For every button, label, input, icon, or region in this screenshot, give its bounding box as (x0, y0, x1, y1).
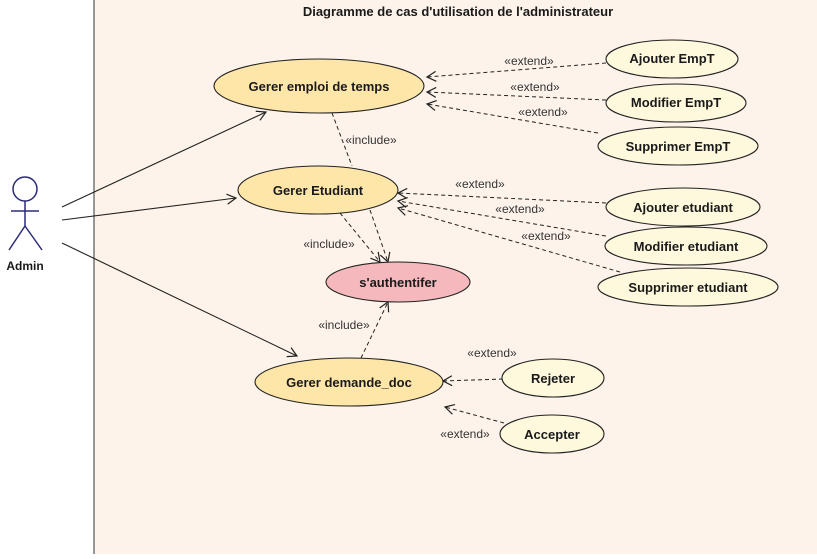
use-case-modifier-empt[interactable]: Modifier EmpT (605, 83, 747, 123)
svg-text:Modifier etudiant: Modifier etudiant (634, 239, 739, 254)
use-case-gerer-etudiant[interactable]: Gerer Etudiant (237, 165, 399, 215)
extend-supprimer-empt (425, 100, 599, 134)
svg-text:Gerer demande_doc: Gerer demande_doc (286, 375, 412, 390)
svg-text:Gerer Etudiant: Gerer Etudiant (273, 183, 364, 198)
svg-text:Rejeter: Rejeter (531, 371, 575, 386)
actor-admin[interactable]: Admin (6, 176, 44, 273)
use-case-gerer-emploi[interactable]: Gerer emploi de temps (213, 58, 425, 114)
svg-text:Gerer emploi de temps: Gerer emploi de temps (249, 79, 390, 94)
include-demande-auth (360, 300, 390, 359)
actor-left-leg (8, 225, 26, 251)
label-extend-rejeter: «extend» (467, 346, 517, 360)
actor-head (12, 176, 38, 202)
label-extend-modifier-empt: «extend» (510, 80, 560, 94)
include-etudiant-auth-2 (369, 209, 391, 264)
svg-text:Supprimer etudiant: Supprimer etudiant (628, 280, 748, 295)
use-case-supprimer-empt[interactable]: Supprimer EmpT (597, 126, 759, 166)
svg-text:Ajouter EmpT: Ajouter EmpT (629, 51, 714, 66)
extend-modifier-empt (425, 86, 607, 101)
svg-text:Supprimer EmpT: Supprimer EmpT (626, 139, 731, 154)
svg-text:Accepter: Accepter (524, 427, 580, 442)
label-extend-ajouter-empt: «extend» (504, 54, 554, 68)
use-case-modifier-etudiant[interactable]: Modifier etudiant (604, 226, 768, 266)
use-case-rejeter[interactable]: Rejeter (501, 358, 605, 398)
diagram-title: Diagramme de cas d'utilisation de l'admi… (303, 4, 613, 19)
extend-modifier-etudiant (396, 196, 607, 237)
extend-accepter (443, 403, 505, 424)
use-case-ajouter-empt[interactable]: Ajouter EmpT (605, 39, 739, 79)
actor-label: Admin (6, 259, 43, 273)
label-extend-ajouter-etudiant: «extend» (455, 177, 505, 191)
assoc-admin-emploi (61, 110, 268, 208)
label-extend-accepter: «extend» (440, 427, 490, 441)
label-extend-supprimer-etudiant: «extend» (521, 229, 571, 243)
assoc-admin-etudiant (61, 193, 238, 221)
use-case-accepter[interactable]: Accepter (499, 414, 605, 454)
svg-text:s'authentifer: s'authentifer (359, 275, 437, 290)
include-emploi-auth (331, 112, 353, 167)
label-include-etudiant: «include» (303, 237, 355, 251)
use-case-ajouter-etudiant[interactable]: Ajouter etudiant (605, 187, 761, 227)
use-case-supprimer-etudiant[interactable]: Supprimer etudiant (597, 267, 779, 307)
extend-ajouter-empt (425, 62, 607, 82)
label-include-demande: «include» (318, 318, 370, 332)
label-extend-modifier-etudiant: «extend» (495, 202, 545, 216)
extend-rejeter (441, 375, 504, 387)
assoc-admin-demande (61, 242, 299, 358)
svg-text:Ajouter etudiant: Ajouter etudiant (633, 200, 733, 215)
extend-supprimer-etudiant (396, 205, 621, 273)
svg-text:Modifier EmpT: Modifier EmpT (631, 95, 721, 110)
use-case-authentifier[interactable]: s'authentifer (325, 261, 471, 303)
label-extend-supprimer-empt: «extend» (518, 105, 568, 119)
actor-right-leg (24, 225, 43, 251)
use-case-gerer-demande[interactable]: Gerer demande_doc (254, 357, 444, 407)
include-etudiant-auth-1 (339, 212, 381, 263)
label-include-emploi: «include» (345, 133, 397, 147)
